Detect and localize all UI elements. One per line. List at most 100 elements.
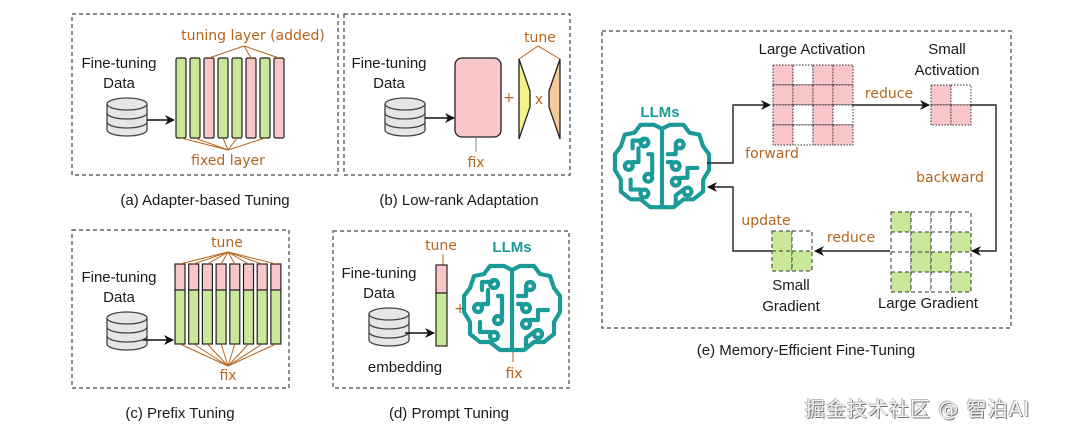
activation-cell-empty (792, 124, 814, 146)
activation-cell-filled (832, 64, 854, 86)
fixed-segment (201, 289, 213, 345)
update-arrow (707, 182, 772, 252)
gradient-cell-empty (910, 211, 932, 233)
fix-connector (227, 343, 263, 367)
gradient-cell-filled (910, 251, 932, 273)
small-activation-label-line2: Activation (914, 62, 979, 79)
panel-border (71, 229, 290, 389)
activation-cell-filled (792, 84, 814, 106)
activation-cell-filled (930, 84, 952, 106)
large-activation-grid (772, 64, 854, 146)
fix-label: fix (219, 368, 236, 384)
tuning-layer-label: tuning layer (added) (181, 28, 325, 44)
gradient-cell-empty (950, 251, 972, 273)
fix-connector (207, 343, 229, 367)
small-activation-label-line1: Small (928, 41, 966, 58)
gradient-cell-filled (771, 250, 793, 272)
tune-label: tune (524, 30, 556, 46)
backward-label: backward (916, 170, 984, 186)
tuning-layer (245, 57, 257, 139)
gradient-cell-filled (890, 271, 912, 293)
gradient-cell-filled (910, 231, 932, 253)
activation-cell-filled (812, 84, 834, 106)
fixed-connector (227, 137, 238, 151)
llm-label: LLMs (492, 239, 531, 256)
fix-connector (220, 343, 229, 367)
activation-cell-empty (792, 104, 814, 126)
tune-connector (207, 251, 229, 265)
panel-prefix-tuning: Fine-tuning Data tune fix (c) Prefix Tun… (71, 229, 290, 422)
data-label-line1: Fine-tuning (81, 269, 156, 286)
small-gradient-grid (771, 230, 813, 272)
fixed-segment (256, 289, 268, 345)
reduce-activation-label: reduce (865, 86, 913, 102)
update-label: update (741, 213, 790, 229)
gradient-cell-empty (890, 231, 912, 253)
gradient-cell-empty (890, 251, 912, 273)
prefix-segment (174, 263, 186, 291)
large-activation-label: Large Activation (759, 41, 866, 58)
activation-cell-filled (772, 84, 794, 106)
tune-connector (227, 251, 263, 265)
panel-border (343, 13, 571, 176)
gradient-cell-filled (791, 250, 813, 272)
prefix-segment (188, 263, 200, 291)
fixed-segment (242, 289, 255, 345)
fixed-layer (189, 57, 201, 139)
panel-prompt-tuning: Fine-tuning Data tune embedding + LLMs f… (332, 230, 570, 422)
gradient-cell-empty (950, 211, 972, 233)
activation-cell-empty (950, 84, 972, 106)
large-gradient-label: Large Gradient (878, 295, 979, 312)
activation-cell-filled (772, 104, 794, 126)
tuning-layer (203, 57, 215, 139)
database-icon (106, 97, 148, 137)
tune-connector (227, 251, 236, 265)
fix-connector (179, 343, 229, 367)
times-sign: x (535, 92, 543, 108)
tune-connector (227, 251, 249, 265)
soft-prompt-segment (435, 264, 448, 294)
gradient-cell-filled (950, 231, 972, 253)
layer-stack (175, 45, 285, 151)
activation-cell-filled (812, 124, 834, 146)
database-icon (384, 97, 426, 137)
watermark: 掘金技术社区 @ 智泊AI (805, 397, 1031, 421)
forward-arrow (707, 100, 771, 164)
llm-label: LLMs (640, 104, 679, 121)
fix-connector (227, 343, 236, 367)
panel-border (71, 13, 339, 176)
prefix-segment (256, 263, 268, 291)
activation-cell-filled (832, 124, 854, 146)
data-label-line2: Data (363, 285, 395, 302)
fixed-segment (270, 289, 282, 345)
prefix-segment (201, 263, 213, 291)
lora-down-matrix (518, 58, 531, 140)
embedding-label: embedding (368, 359, 442, 376)
panel-caption: (b) Low-rank Adaptation (379, 192, 538, 209)
gradient-cell-empty (930, 271, 952, 293)
embedding-segment (435, 292, 448, 347)
reduce-gradient-label: reduce (827, 230, 875, 246)
gradient-cell-filled (890, 211, 912, 233)
gradient-cell-empty (930, 211, 952, 233)
fixed-layer (231, 57, 243, 139)
data-label-line1: Fine-tuning (81, 55, 156, 72)
fixed-layer (175, 57, 187, 139)
panel-adapter-tuning: Fine-tuning Data tuning layer (added) fi… (71, 13, 339, 209)
data-label-line2: Data (103, 75, 135, 92)
tune-connector (193, 251, 229, 265)
fix-connector (227, 343, 249, 367)
fix-label: fix (467, 155, 484, 171)
activation-cell-filled (930, 104, 952, 126)
fixed-layer (217, 57, 229, 139)
tuning-layer (273, 57, 285, 139)
fixed-segment (174, 289, 186, 345)
data-label-line2: Data (373, 75, 405, 92)
fixed-layer (259, 57, 271, 139)
activation-cell-empty (832, 104, 854, 126)
tune-connector (518, 45, 561, 60)
fix-connector (227, 343, 277, 367)
gradient-cell-empty (910, 271, 932, 293)
tuning-connector (243, 45, 280, 59)
prefix-segment (270, 263, 282, 291)
